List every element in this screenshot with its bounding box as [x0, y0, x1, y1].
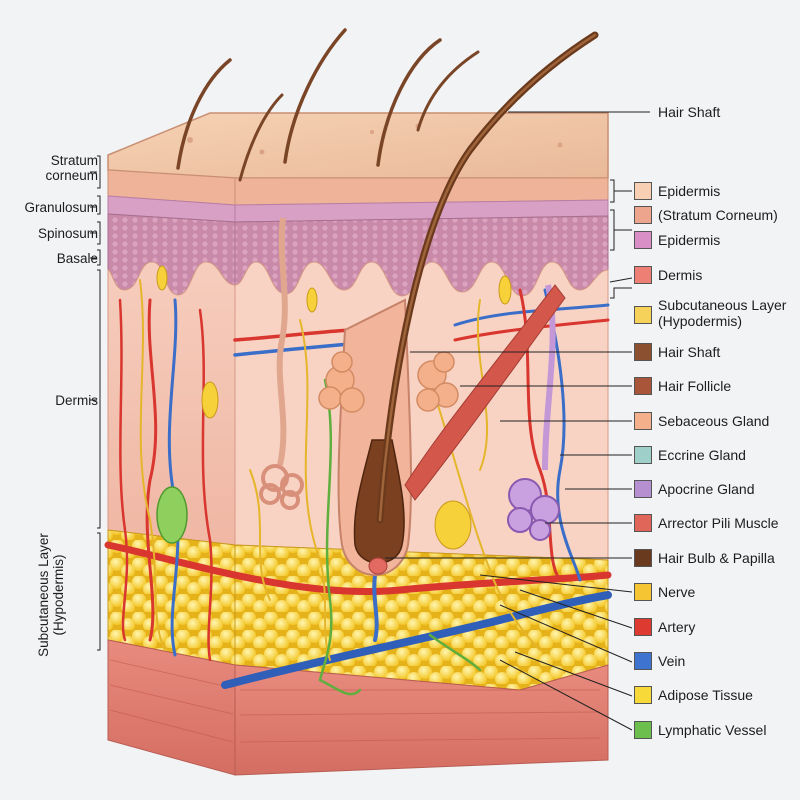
legend-item: Vein — [634, 650, 685, 672]
legend-label: Epidermis — [658, 232, 721, 248]
legend-item: Dermis — [634, 264, 702, 286]
label-subcutaneous: Subcutaneous Layer (Hypodermis) — [6, 533, 96, 657]
eccrine-duct — [276, 217, 288, 466]
legend-swatch — [634, 231, 652, 249]
legend-item: Arrector Pili Muscle — [634, 512, 779, 534]
legend-item: Epidermis — [634, 180, 720, 202]
legend-label: Lymphatic Vessel — [658, 722, 767, 738]
sensory-receptors — [156, 265, 512, 550]
legend-swatch — [634, 412, 652, 430]
legend-swatch — [634, 377, 652, 395]
legend-label: Hair Follicle — [658, 378, 732, 394]
legend-swatch — [634, 514, 652, 532]
legend-swatch — [634, 618, 652, 636]
legend-item: Hair Bulb & Papilla — [634, 547, 775, 569]
hair-papilla — [368, 557, 388, 575]
legend-label: Adipose Tissue — [658, 687, 753, 703]
legend-item: Artery — [634, 616, 695, 638]
legend-swatch — [634, 266, 652, 284]
legend-swatch — [634, 343, 652, 361]
legend-label: Subcutaneous Layer (Hypodermis) — [658, 297, 787, 329]
legend-swatch — [634, 652, 652, 670]
legend-label: Dermis — [658, 267, 703, 283]
label-basale: Basale — [56, 251, 98, 266]
legend-item: Hair Follicle — [634, 375, 731, 397]
legend-label: Epidermis — [658, 183, 721, 199]
legend-swatch — [634, 583, 652, 601]
legend-label: Hair Shaft — [658, 344, 721, 360]
label-spinosum: Spinosum — [37, 226, 98, 241]
legend-swatch — [634, 686, 652, 704]
legend-label: Sebaceous Gland — [658, 413, 770, 429]
label-hair-shaft-top: Hair Shaft — [658, 104, 721, 120]
right-base — [234, 664, 609, 776]
deep-vein — [221, 591, 612, 689]
legend-swatch — [634, 480, 652, 498]
legend-label: Hair Bulb & Papilla — [658, 550, 775, 566]
legend-label: Nerve — [658, 584, 696, 600]
deep-artery — [104, 541, 612, 596]
legend-swatch — [634, 549, 652, 567]
nerve-fiber — [139, 279, 166, 651]
surface-hair — [176, 58, 232, 170]
legend-item: Lymphatic Vessel — [634, 719, 766, 741]
legend-label: (Stratum Corneum) — [658, 207, 778, 223]
label-subcutaneous-text: Subcutaneous Layer (Hypodermis) — [36, 533, 66, 657]
legend-swatch — [634, 182, 652, 200]
legend-item: Adipose Tissue — [634, 684, 753, 706]
legend-item: Hair Shaft — [634, 341, 720, 363]
legend-label: Eccrine Gland — [658, 447, 746, 463]
legend-item: Nerve — [634, 581, 695, 603]
legend-item: Apocrine Gland — [634, 478, 755, 500]
label-stratum-corneum: Stratum corneum — [45, 153, 98, 183]
sebaceous-gland — [318, 351, 459, 413]
legend-item: Epidermis — [634, 229, 720, 251]
legend-swatch — [634, 721, 652, 739]
legend-label: Artery — [658, 619, 696, 635]
legend-item: (Stratum Corneum) — [634, 204, 778, 226]
label-dermis: Dermis — [55, 393, 98, 408]
arrector-pili-muscle — [404, 284, 566, 501]
lymph-node — [156, 486, 188, 544]
eccrine-coil — [259, 464, 304, 510]
apocrine-coil — [507, 478, 560, 541]
legend-item: Eccrine Gland — [634, 444, 746, 466]
lymphatic-vessel — [318, 378, 333, 682]
legend-label: Arrector Pili Muscle — [658, 515, 779, 531]
legend-swatch — [634, 206, 652, 224]
legend-label: Apocrine Gland — [658, 481, 755, 497]
legend-label: Vein — [658, 653, 686, 669]
label-granulosum: Granulosum — [24, 200, 98, 215]
legend-swatch — [634, 306, 652, 324]
legend-item: Subcutaneous Layer (Hypodermis) — [634, 297, 800, 333]
legend-item: Sebaceous Gland — [634, 410, 769, 432]
legend-swatch — [634, 446, 652, 464]
